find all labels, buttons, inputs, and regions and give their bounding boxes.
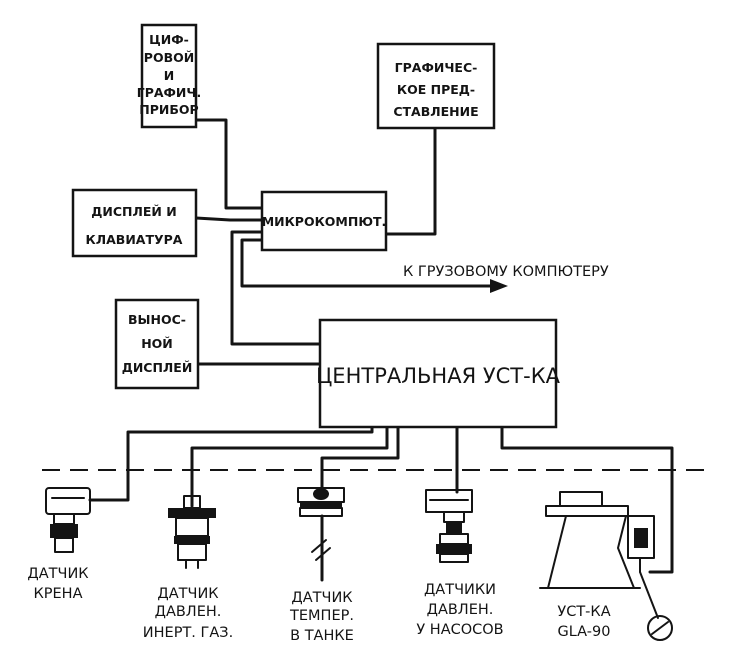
- box-microcomputer: МИКРОКОМПЮТ.: [260, 190, 388, 252]
- box-digital-device-line-4: ГРАФИЧ.: [137, 85, 202, 100]
- label-inert-gas-3: ИНЕРТ. ГАЗ.: [143, 625, 233, 641]
- box-digital-device-line-5: ПРИБОР: [139, 102, 198, 117]
- box-microcomputer-label: МИКРОКОМПЮТ.: [262, 214, 387, 229]
- label-tank-temp-2: ТЕМПЕР.: [289, 608, 354, 624]
- connection-lines: [88, 118, 674, 574]
- box-remote-display: ВЫНОС- НОЙ ДИСПЛЕЙ: [114, 298, 200, 390]
- pump-pressure-sensor-icon: [425, 489, 473, 563]
- box-digital-device-line-2: РОВОЙ: [144, 50, 194, 65]
- label-inert-gas-2: ДАВЛЕН.: [155, 604, 222, 620]
- sensor-labels: ДАТЧИК КРЕНА ДАТЧИК ДАВЛЕН. ИНЕРТ. ГАЗ. …: [27, 566, 610, 644]
- box-graphic-line-1: ГРАФИЧЕС-: [395, 60, 478, 75]
- tank-temp-sensor-icon: [297, 487, 345, 582]
- label-heel-1: ДАТЧИК: [27, 566, 89, 582]
- gla90-unit-icon: [539, 491, 673, 641]
- box-display-keyboard: ДИСПЛЕЙ И КЛАВИАТУРА: [71, 188, 198, 258]
- label-gla-2: GLA-90: [558, 624, 611, 640]
- label-gla-1: УСТ-КА: [557, 604, 610, 620]
- box-digital-device-line-3: И: [164, 68, 174, 83]
- label-pump-3: У НАСОСОВ: [416, 622, 503, 638]
- box-remote-display-line-3: ДИСПЛЕЙ: [122, 360, 193, 375]
- box-graphic-line-2: КОЕ ПРЕД-: [397, 82, 475, 97]
- label-pump-2: ДАВЛЕН.: [427, 602, 494, 618]
- box-central-unit: ЦЕНТРАЛЬНАЯ УСТ-КА: [316, 318, 561, 429]
- box-digital-device-line-1: ЦИФ-: [149, 32, 189, 47]
- arrow-label: К ГРУЗОВОМУ КОМПЮТЕРУ: [403, 264, 609, 280]
- label-tank-temp-1: ДАТЧИК: [291, 590, 353, 606]
- box-remote-display-line-1: ВЫНОС-: [128, 312, 186, 327]
- arrow-head-icon: [490, 279, 508, 293]
- inert-gas-sensor-icon: [168, 495, 216, 569]
- box-remote-display-line-2: НОЙ: [141, 336, 173, 351]
- box-graphic-representation: ГРАФИЧЕС- КОЕ ПРЕД- СТАВЛЕНИЕ: [376, 42, 496, 130]
- label-pump-1: ДАТЧИКИ: [424, 582, 496, 598]
- box-central-unit-label: ЦЕНТРАЛЬНАЯ УСТ-КА: [316, 364, 561, 388]
- box-graphic-line-3: СТАВЛЕНИЕ: [393, 104, 478, 119]
- box-digital-device: ЦИФ- РОВОЙ И ГРАФИЧ. ПРИБОР: [137, 23, 202, 129]
- box-display-keyboard-line-1: ДИСПЛЕЙ И: [91, 204, 176, 219]
- label-heel-2: КРЕНА: [33, 586, 82, 602]
- label-inert-gas-1: ДАТЧИК: [157, 586, 219, 602]
- box-display-keyboard-line-2: КЛАВИАТУРА: [86, 232, 183, 247]
- heel-sensor-icon: [45, 487, 91, 553]
- label-tank-temp-3: В ТАНКЕ: [290, 628, 354, 644]
